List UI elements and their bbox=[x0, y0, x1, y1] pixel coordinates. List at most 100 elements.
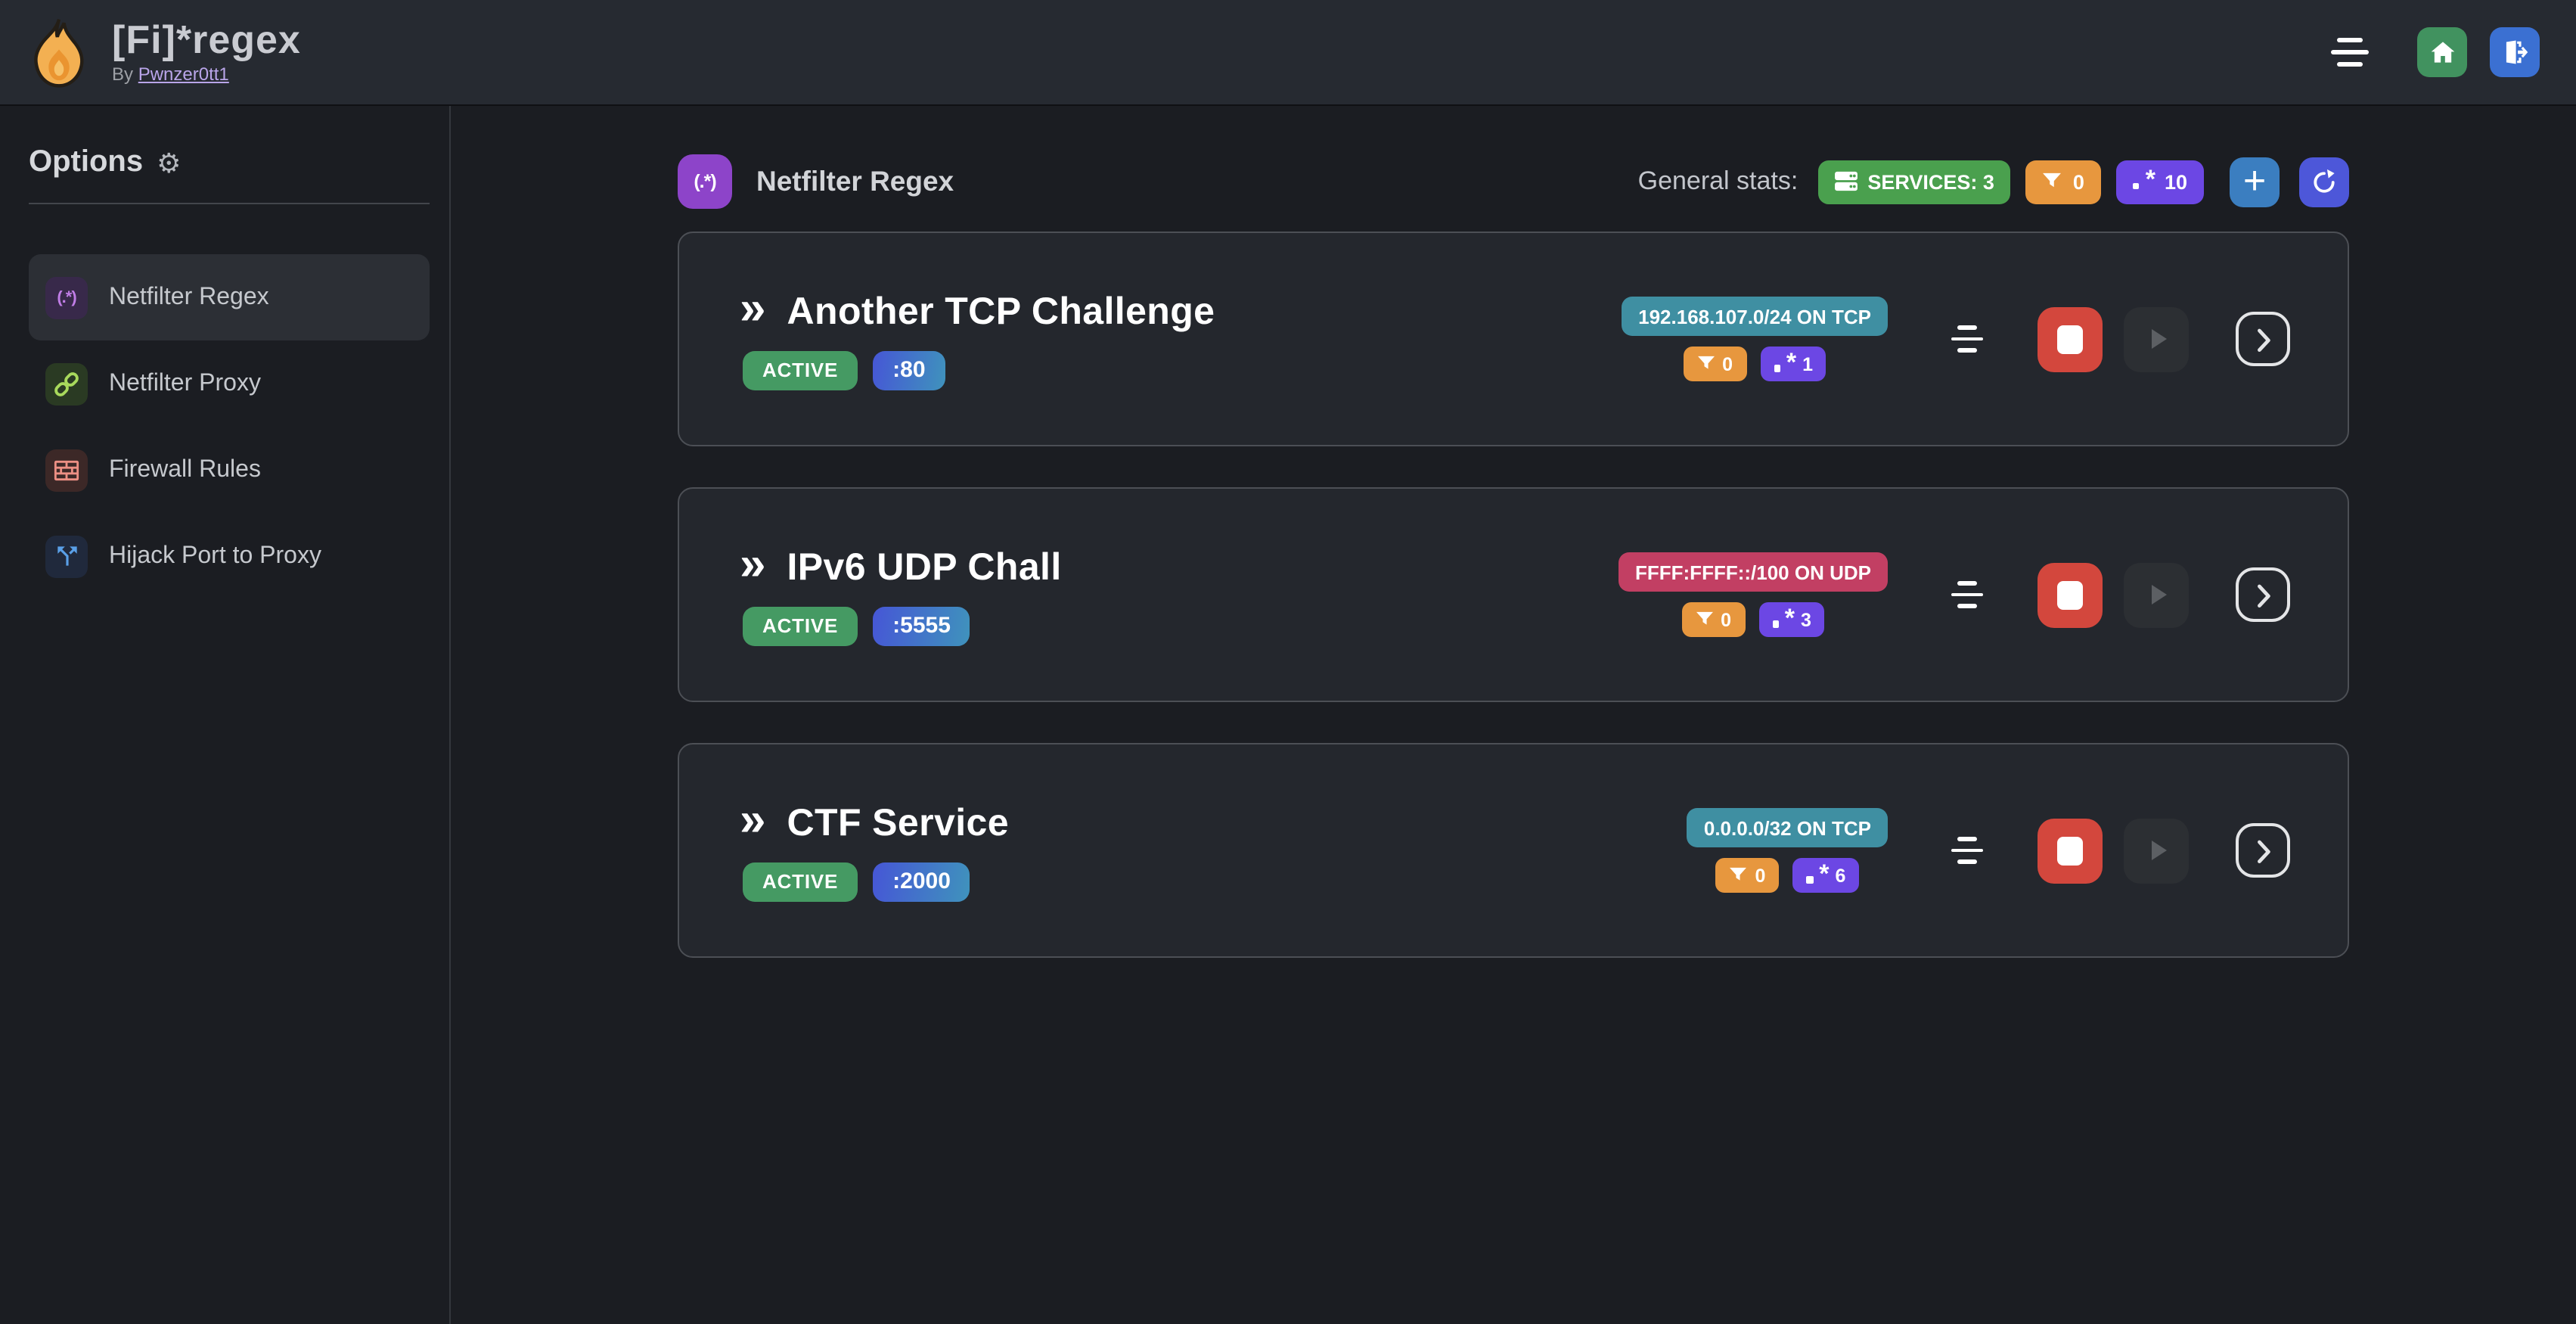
byline-prefix: By bbox=[112, 64, 134, 85]
card-right: FFFF:FFFF::/100 ON UDP 0 bbox=[1619, 552, 2290, 637]
stop-service-button[interactable] bbox=[2038, 306, 2103, 371]
play-icon bbox=[2137, 319, 2176, 359]
regex-section-icon: (.*) bbox=[678, 154, 732, 209]
chevron-right-icon bbox=[2246, 578, 2280, 611]
start-service-button[interactable] bbox=[2124, 562, 2189, 627]
regex-dot-star-icon: * bbox=[1806, 860, 1829, 886]
sidebar-item-netfilter-regex[interactable]: (.*) Netfilter Regex bbox=[29, 254, 430, 340]
funnel-icon bbox=[1695, 611, 1713, 628]
service-name: CTF Service bbox=[787, 801, 1009, 844]
service-name: IPv6 UDP Chall bbox=[787, 545, 1062, 588]
regex-icon: (.*) bbox=[45, 276, 88, 319]
target-stack: 192.168.107.0/24 ON TCP 0 bbox=[1622, 297, 1888, 381]
regex-dot-star-icon: * bbox=[1772, 605, 1795, 630]
service-name: Another TCP Challenge bbox=[787, 290, 1215, 332]
filters-mini-badge: 0 bbox=[1681, 602, 1745, 637]
section-title: Netfilter Regex bbox=[756, 165, 954, 197]
double-chevron-icon: » bbox=[740, 536, 766, 589]
menu-icon[interactable] bbox=[2331, 37, 2369, 67]
filters-count-badge: 0 bbox=[2025, 160, 2101, 204]
byline: By Pwnzer0tt1 bbox=[112, 64, 301, 85]
funnel-icon bbox=[2043, 172, 2062, 191]
funnel-icon bbox=[1730, 867, 1748, 884]
sidebar-item-netfilter-proxy[interactable]: Netfilter Proxy bbox=[29, 340, 430, 427]
options-heading: Options ⚙ bbox=[29, 145, 430, 180]
home-button[interactable] bbox=[2417, 27, 2467, 77]
sidebar-item-label: Netfilter Proxy bbox=[109, 370, 261, 396]
service-details-button[interactable] bbox=[2236, 567, 2290, 622]
filters-mini-badge: 0 bbox=[1715, 858, 1780, 893]
double-chevron-icon: » bbox=[740, 792, 766, 845]
regexes-mini-count: 3 bbox=[1801, 609, 1811, 630]
regexes-mini-count: 6 bbox=[1835, 865, 1846, 886]
target-stack: FFFF:FFFF::/100 ON UDP 0 bbox=[1619, 552, 1888, 637]
refresh-button[interactable] bbox=[2299, 157, 2349, 207]
service-options-icon[interactable] bbox=[1951, 837, 1983, 864]
stop-service-button[interactable] bbox=[2038, 562, 2103, 627]
service-options-icon[interactable] bbox=[1951, 325, 1983, 353]
service-card: » IPv6 UDP Chall ACTIVE :5555 FFFF:FFFF:… bbox=[678, 487, 2349, 702]
service-details-button[interactable] bbox=[2236, 823, 2290, 878]
stop-service-button[interactable] bbox=[2038, 818, 2103, 883]
title-block: [Fi]*regex By Pwnzer0tt1 bbox=[112, 16, 301, 85]
services-count-badge: SERVICES: 3 bbox=[1817, 160, 2011, 204]
regex-dot-star-icon: * bbox=[1774, 349, 1796, 375]
chevron-right-icon bbox=[2246, 834, 2280, 867]
sidebar-item-label: Hijack Port to Proxy bbox=[109, 542, 321, 568]
play-icon bbox=[2137, 831, 2176, 870]
double-chevron-icon: » bbox=[740, 281, 766, 334]
card-left: » IPv6 UDP Chall ACTIVE :5555 bbox=[740, 539, 1062, 645]
flame-logo-icon[interactable] bbox=[27, 16, 91, 89]
author-link[interactable]: Pwnzer0tt1 bbox=[138, 64, 229, 85]
play-icon bbox=[2137, 575, 2176, 614]
filters-mini-count: 0 bbox=[1722, 353, 1733, 375]
stop-icon bbox=[2057, 836, 2083, 865]
card-right: 192.168.107.0/24 ON TCP 0 bbox=[1622, 297, 2290, 381]
sidebar-nav: (.*) Netfilter Regex Netfilter Proxy bbox=[29, 254, 430, 599]
home-icon bbox=[2427, 37, 2457, 67]
target-badge: FFFF:FFFF::/100 ON UDP bbox=[1619, 552, 1888, 592]
logout-icon bbox=[2500, 38, 2529, 67]
target-stack: 0.0.0.0/32 ON TCP 0 * bbox=[1687, 808, 1888, 893]
port-badge: :80 bbox=[873, 350, 945, 390]
sidebar-item-firewall-rules[interactable]: Firewall Rules bbox=[29, 427, 430, 513]
options-title: Options bbox=[29, 145, 144, 179]
server-stack-icon bbox=[1834, 171, 1858, 192]
app-title: [Fi]*regex bbox=[112, 16, 301, 62]
regexes-mini-badge: * 6 bbox=[1792, 858, 1860, 893]
filters-mini-count: 0 bbox=[1755, 865, 1766, 886]
top-bar: [Fi]*regex By Pwnzer0tt1 bbox=[0, 0, 2576, 106]
brick-wall-icon bbox=[45, 449, 88, 491]
filters-count-text: 0 bbox=[2072, 170, 2084, 193]
logout-button[interactable] bbox=[2490, 27, 2540, 77]
filters-mini-count: 0 bbox=[1721, 609, 1731, 630]
sidebar: Options ⚙ (.*) Netfilter Regex bbox=[0, 106, 451, 1324]
main-area: (.*) Netfilter Regex General stats: bbox=[451, 106, 2576, 1324]
stop-icon bbox=[2057, 580, 2083, 609]
service-card: » CTF Service ACTIVE :2000 0.0.0.0/32 ON… bbox=[678, 743, 2349, 958]
start-service-button[interactable] bbox=[2124, 818, 2189, 883]
card-left: » CTF Service ACTIVE :2000 bbox=[740, 795, 1009, 901]
regexes-count-text: 10 bbox=[2164, 170, 2187, 193]
add-service-button[interactable]: + bbox=[2230, 157, 2280, 207]
gear-icon: ⚙ bbox=[157, 148, 182, 178]
split-arrows-icon bbox=[45, 535, 88, 577]
funnel-icon bbox=[1696, 356, 1715, 372]
service-details-button[interactable] bbox=[2236, 312, 2290, 366]
service-list: » Another TCP Challenge ACTIVE :80 192.1… bbox=[678, 232, 2349, 1018]
start-service-button[interactable] bbox=[2124, 306, 2189, 371]
target-badge: 192.168.107.0/24 ON TCP bbox=[1622, 297, 1888, 336]
sidebar-item-hijack-port-to-proxy[interactable]: Hijack Port to Proxy bbox=[29, 513, 430, 599]
regexes-mini-badge: * 3 bbox=[1758, 602, 1825, 637]
status-badge: ACTIVE bbox=[743, 350, 858, 390]
chevron-right-icon bbox=[2246, 322, 2280, 356]
status-badge: ACTIVE bbox=[743, 862, 858, 901]
regexes-mini-count: 1 bbox=[1802, 353, 1813, 375]
card-right: 0.0.0.0/32 ON TCP 0 * bbox=[1687, 808, 2290, 893]
service-options-icon[interactable] bbox=[1951, 581, 1983, 608]
regexes-count-badge: * 10 bbox=[2115, 160, 2204, 204]
general-stats: General stats: SERVICES: 3 bbox=[1638, 157, 2349, 207]
stop-icon bbox=[2057, 325, 2083, 353]
refresh-icon bbox=[2310, 167, 2339, 196]
